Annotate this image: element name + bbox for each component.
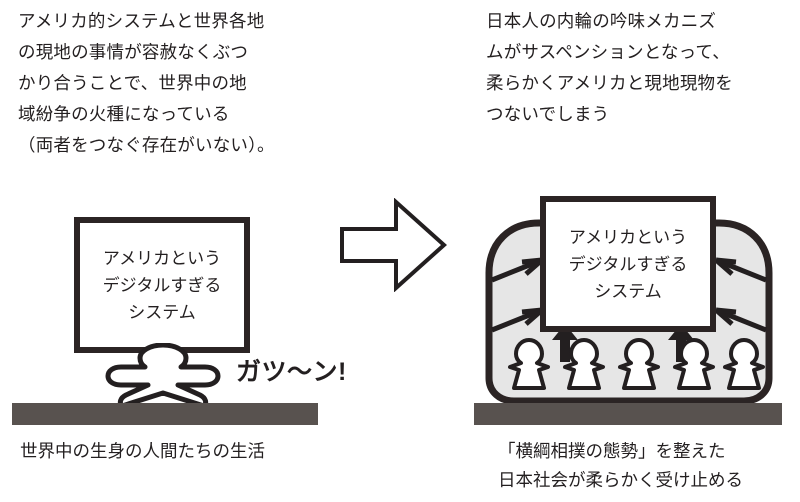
right-block-arrow-icon [340,198,447,292]
little-person-1 [508,338,550,390]
left-system-box-line-3: システム [128,302,196,322]
impact-sound-label: ガツ〜ン! [236,358,347,386]
upward-support-arrows [552,324,694,362]
left-system-box: アメリカという デジタルすぎる システム [74,217,250,353]
side-arrow-left-upper [491,257,544,283]
little-people-group [508,338,765,390]
right-caption: 「横綱相撲の態勢」を整えた 日本社会が柔らかく受け止める [498,441,743,490]
up-arrow-right [668,324,694,362]
side-arrow-right-upper [714,257,767,283]
left-ground-bar [12,403,318,425]
left-system-box-line-1: アメリカという [102,248,222,268]
left-description-paragraph: アメリカ的システムと世界各地 の現地の事情が容赦なくぶつ かり合うことで、世界中… [18,11,275,155]
inward-pressure-arrows [491,257,767,333]
right-system-box-line-2: デジタルすぎる [568,254,688,274]
right-system-box: アメリカという デジタルすぎる システム [540,196,716,332]
little-person-4 [673,338,715,390]
little-person-3 [618,338,660,390]
left-caption: 世界中の生身の人間たちの生活 [20,441,265,461]
left-system-box-line-2: デジタルすぎる [102,275,222,295]
side-arrow-left-lower [491,307,544,333]
right-ground-bar [474,403,782,425]
right-system-box-line-3: システム [594,281,662,301]
right-description-paragraph: 日本人の内輪の吟味メカニズ ムがサスペンションとなって、 柔らかくアメリカと現地… [486,11,733,124]
up-arrow-left [552,324,578,362]
little-person-2 [563,338,605,390]
little-person-5 [723,338,765,390]
right-system-box-line-1: アメリカという [568,227,688,247]
squashed-person-icon [105,343,221,405]
side-arrow-right-lower [714,307,767,333]
